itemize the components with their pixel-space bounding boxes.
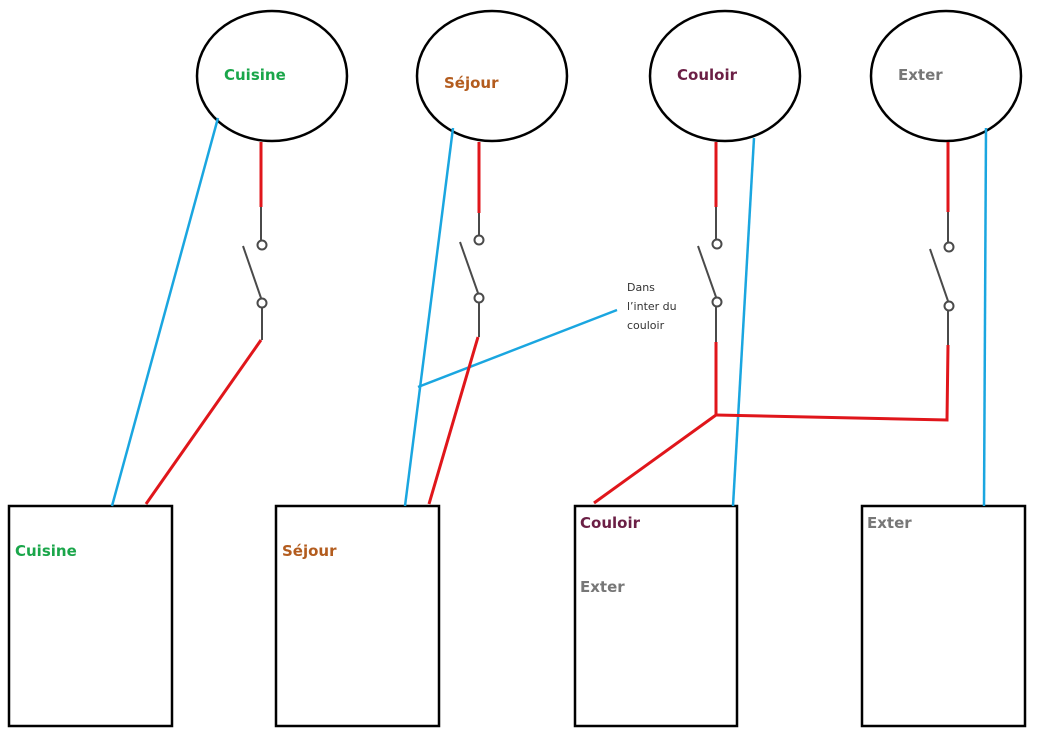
neutral-wire-sejour [403,127,455,507]
phase-wire-exter [715,344,950,422]
lamp-sejour: Séjour [415,9,569,143]
lamp-cuisine-label: Cuisine [224,66,286,84]
box-exter-label: Exter [867,514,912,532]
annotation: Dans l’inter du couloir [627,281,677,332]
switch-couloir [697,142,723,342]
neutral-wire-couloir [731,137,756,507]
lamp-cuisine: Cuisine [195,9,349,143]
lamp-exter: Exter [869,9,1023,143]
box-sejour-label: Séjour [282,542,337,560]
box-sejour: Séjour [274,504,441,728]
annotation-line-2: l’inter du [627,300,677,313]
box-couloir-label-exter: Exter [580,578,625,596]
switch-cuisine [242,142,268,340]
lamp-couloir: Couloir [648,9,802,143]
switch-sejour [459,142,485,337]
annotation-line-3: couloir [627,319,665,332]
box-couloir-label: Couloir [580,514,641,532]
lamp-sejour-label: Séjour [444,74,499,92]
box-cuisine-label: Cuisine [15,542,77,560]
switch-exter [929,142,955,345]
annotation-pointer [417,308,618,389]
lamp-couloir-label: Couloir [677,66,738,84]
box-cuisine: Cuisine [7,504,174,728]
neutral-wire-cuisine [110,117,220,507]
neutral-wire-exter [982,127,988,507]
phase-wire-cuisine [144,339,263,505]
box-exter: Exter [860,504,1027,728]
lamp-exter-label: Exter [898,66,943,84]
box-couloir: Couloir Exter [573,504,739,728]
annotation-line-1: Dans [627,281,655,294]
phase-wire-sejour [427,336,480,505]
phase-wire-couloir-box [593,413,717,505]
